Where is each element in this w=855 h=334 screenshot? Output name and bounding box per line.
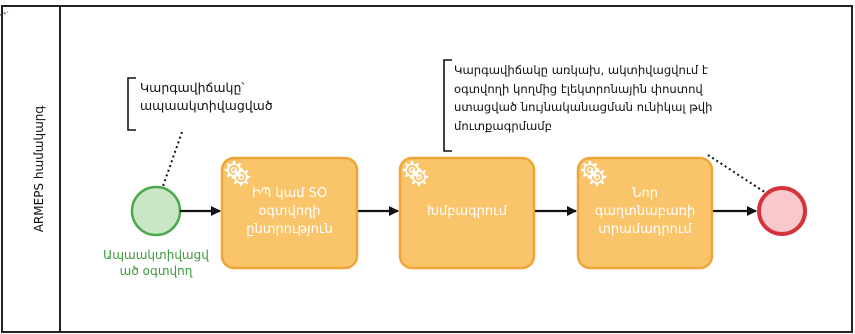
task-label-line: օգտվողի: [258, 204, 321, 219]
task-label-line: Նոր: [632, 186, 658, 201]
task-label-line: գաղտնաբառի: [594, 204, 696, 219]
start-event-label-line: Ապաակտիվացվ: [103, 248, 209, 262]
task-2-box: [398, 156, 536, 270]
association-status: [161, 131, 183, 190]
annotation-line: Կարգավիճակը առկախ, ակտիվացվում է: [454, 63, 708, 77]
annotation-line: ապաակտիվացված: [140, 98, 273, 113]
annotation-status: Կարգավիճակը՝ ապաակտիվացված: [140, 79, 273, 115]
task-label-line: տրամադրում: [598, 222, 692, 237]
task-new-password-provision[interactable]: Նոր գաղտնաբառի տրամադրում: [578, 185, 712, 239]
start-event: [130, 185, 182, 237]
task-label-line: Խմբագրում: [426, 204, 508, 219]
annotation-line: օգտվողի կողմից էլեկտրոնային փոստով: [454, 81, 703, 96]
annotation-activation: Կարգավիճակը առկախ, ակտիվացվում է օգտվողի…: [454, 61, 712, 135]
task-1-box: [220, 156, 359, 270]
task-editing[interactable]: Խմբագրում: [400, 203, 534, 221]
task-label-line: ընտրություն: [246, 222, 333, 237]
end-event: [757, 186, 807, 236]
lane-label: ARMEPS համակարգ: [32, 105, 46, 233]
annotation-line: Կարգավիճակը՝: [140, 80, 245, 95]
task-label-line: ԻՊ կամ SO: [251, 186, 328, 201]
annotation-bracket-activation: [443, 59, 452, 152]
task-ip-or-so-user-selection[interactable]: ԻՊ կամ SO օգտվողի ընտրություն: [222, 185, 357, 239]
association-activation: [707, 154, 767, 194]
annotation-bracket-status: [127, 77, 136, 131]
annotation-line: ստացված նույնականացման ունիկալ թվի: [454, 100, 713, 114]
pool-frame: [1, 5, 853, 333]
start-event-label-line: ած օգտվող: [119, 264, 193, 278]
task-3-box: [576, 156, 714, 270]
annotation-line: մուտքագրմամբ: [454, 118, 553, 133]
start-event-label: Ապաակտիվացվ ած օգտվող: [96, 247, 216, 279]
